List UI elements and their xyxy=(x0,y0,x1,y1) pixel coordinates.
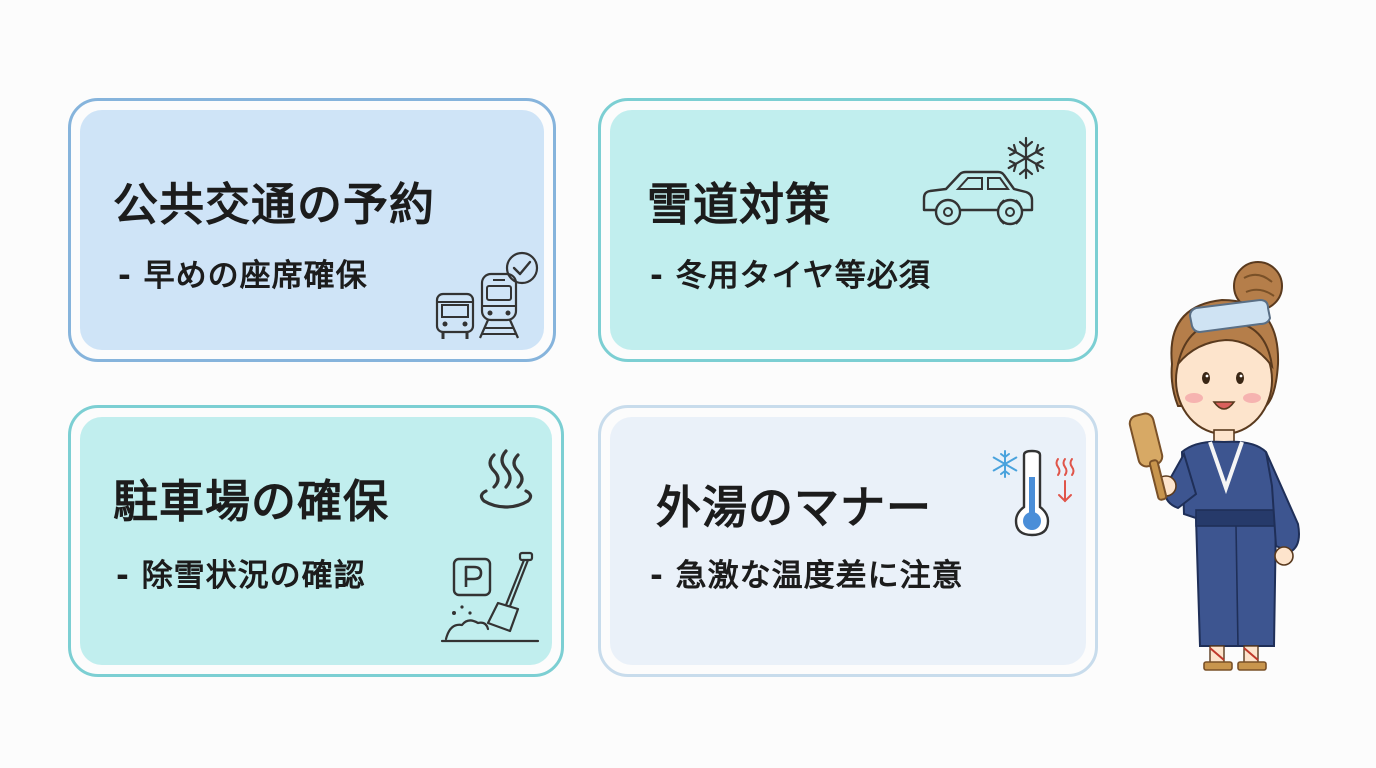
snowflake-icon xyxy=(1007,136,1045,180)
heat-waves-icon xyxy=(1055,458,1075,503)
onsen-icon xyxy=(479,449,533,509)
card-subtitle: - 除雪状況の確認 xyxy=(116,558,366,594)
card-title: 公共交通の予約 xyxy=(113,178,436,231)
card-snow-road: 雪道対策 - 冬用タイヤ等必須 xyxy=(598,98,1098,362)
train-icon xyxy=(478,272,520,339)
card-subtitle: - 急激な温度差に注意 xyxy=(650,558,964,594)
parking-icon xyxy=(452,557,492,597)
card-title: 駐車場の確保 xyxy=(113,475,390,528)
card-parking: 駐車場の確保 - 除雪状況の確認 xyxy=(68,405,564,677)
thermometer-icon xyxy=(1014,449,1050,537)
card-subtitle: - 早めの座席確保 xyxy=(118,258,368,294)
snowflake-icon xyxy=(992,450,1018,478)
card-title: 雪道対策 xyxy=(647,178,832,231)
card-title: 外湯のマナー xyxy=(656,481,933,534)
yukata-woman-illustration xyxy=(1128,261,1300,671)
bus-icon xyxy=(435,292,475,339)
check-circle-icon xyxy=(505,251,539,285)
card-subtitle: - 冬用タイヤ等必須 xyxy=(650,258,931,294)
card-onsen-manners: 外湯のマナー - 急激な温度差に注意 xyxy=(598,405,1098,677)
snow-shovel-icon xyxy=(440,551,540,643)
car-icon xyxy=(922,170,1034,226)
card-public-transport: 公共交通の予約 - 早めの座席確保 xyxy=(68,98,556,362)
